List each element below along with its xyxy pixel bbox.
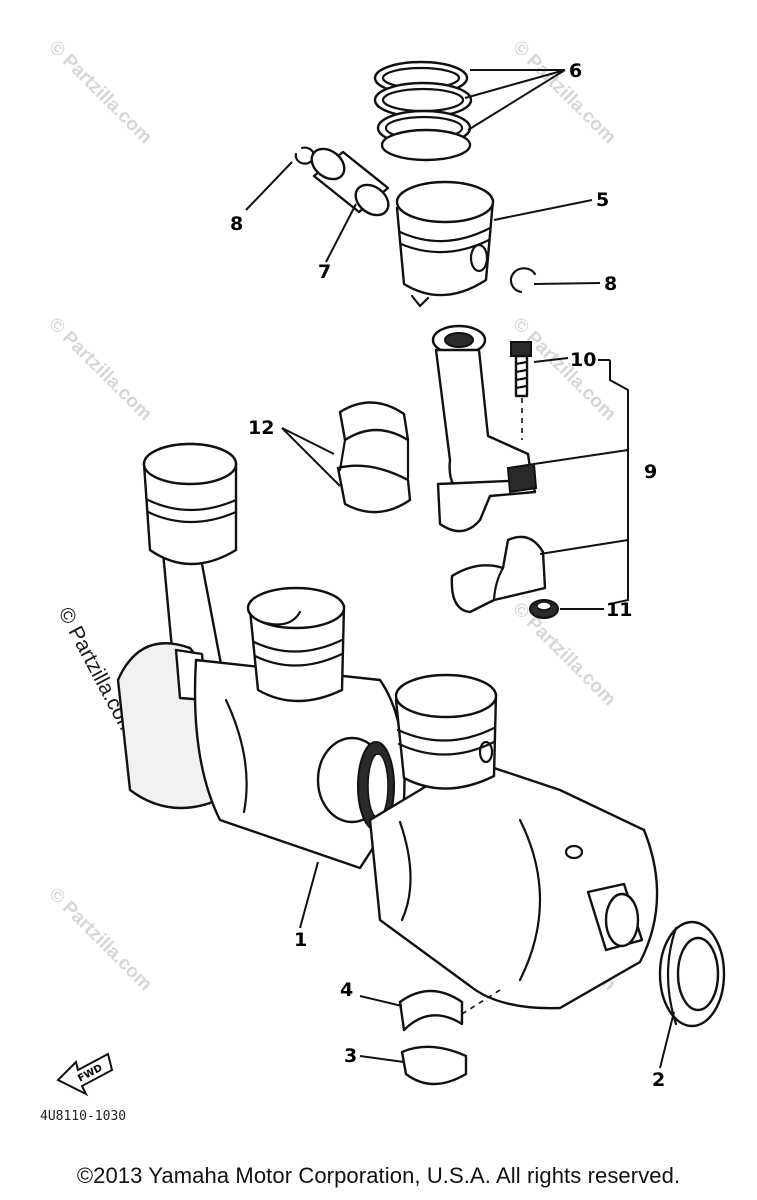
callout-2: 2 <box>652 1069 665 1091</box>
callout-8-left: 8 <box>230 213 243 235</box>
watermark: © Partzilla.com <box>508 599 619 710</box>
rod-cap <box>450 535 547 614</box>
watermark: © Partzilla.com <box>508 37 619 148</box>
callout-3: 3 <box>344 1045 357 1067</box>
watermark: © Partzilla.com <box>44 37 155 148</box>
callout-5: 5 <box>596 189 609 211</box>
callout-9: 9 <box>644 461 657 483</box>
piston-rings <box>373 60 473 162</box>
crankshaft-assembly <box>116 442 659 1010</box>
con-rod-nut <box>529 599 559 619</box>
copyright-notice: ©2013 Yamaha Motor Corporation, U.S.A. A… <box>76 1163 681 1188</box>
con-rod-bearing <box>336 401 412 514</box>
cam-chain-sprocket <box>357 741 395 831</box>
callout-1: 1 <box>294 929 307 951</box>
watermark: © Partzilla.com <box>44 314 155 425</box>
con-rod-bolt <box>510 341 532 440</box>
piston-pin <box>310 147 390 217</box>
callout-labels: 1 2 3 4 5 6 7 8 8 9 10 11 12 <box>230 60 665 1091</box>
leader-lines <box>245 69 675 1069</box>
callout-11: 11 <box>606 599 632 621</box>
callout-6: 6 <box>569 60 582 82</box>
catalog-code: 4U8110-1030 <box>40 1109 126 1124</box>
callout-4: 4 <box>340 979 353 1001</box>
callout-8-right: 8 <box>604 273 617 295</box>
watermark: © Partzilla.com <box>44 884 155 995</box>
callout-10: 10 <box>570 349 596 371</box>
exploded-parts-diagram: © Partzilla.com © Partzilla.com © Partzi… <box>40 37 726 1124</box>
main-bearing <box>398 989 501 1086</box>
oil-seal <box>658 920 726 1028</box>
callout-12: 12 <box>248 417 274 439</box>
forward-arrow-icon: FWD <box>56 1052 114 1097</box>
piston-pin-clip-right <box>509 267 537 294</box>
callout-7: 7 <box>318 261 331 283</box>
piston <box>395 180 495 308</box>
connecting-rod <box>431 324 538 533</box>
